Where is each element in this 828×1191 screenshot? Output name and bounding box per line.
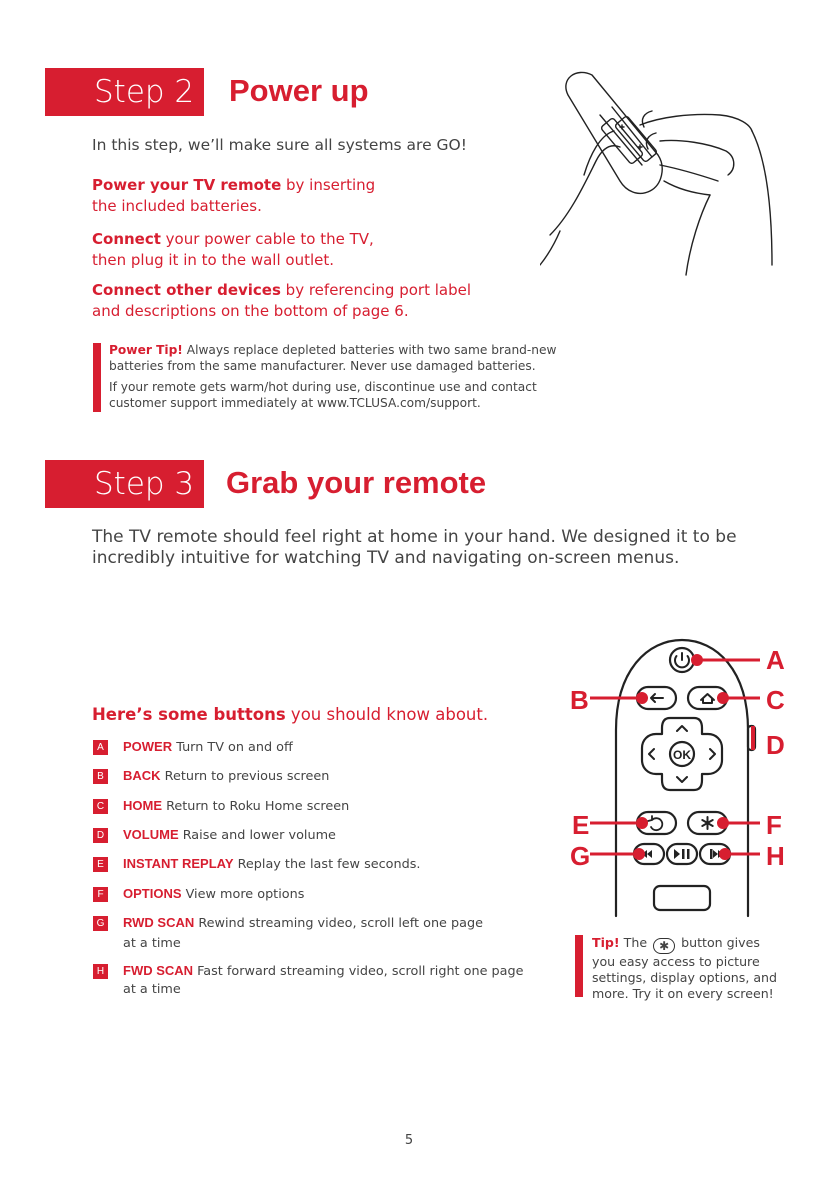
buttons-heading-bold: Here’s some buttons bbox=[92, 705, 286, 724]
button-desc: Raise and lower volume bbox=[178, 828, 336, 843]
options-icon: ✱ bbox=[653, 938, 676, 954]
power-tip-label: Power Tip! bbox=[109, 343, 183, 357]
button-desc: Turn TV on and off bbox=[172, 740, 293, 755]
button-desc-line2: at a time bbox=[123, 936, 181, 951]
button-desc: Return to previous screen bbox=[160, 769, 330, 784]
remote-tip-line2: you easy access to picture bbox=[592, 954, 760, 969]
step2-intro: In this step, we’ll make sure all system… bbox=[92, 136, 467, 154]
remote-tip: Tip! The ✱ button gives you easy access … bbox=[592, 935, 792, 1002]
buttons-heading: Here’s some buttons you should know abou… bbox=[92, 704, 488, 725]
button-desc: View more options bbox=[181, 887, 305, 902]
step2-item-connect-bold: Connect bbox=[92, 230, 161, 248]
button-name: OPTIONS bbox=[123, 886, 182, 901]
power-tip-line2: batteries from the same manufacturer. Ne… bbox=[109, 358, 536, 373]
hands-batteries-illustration bbox=[540, 71, 773, 276]
step2-item-batteries: Power your TV remote by inserting the in… bbox=[92, 175, 512, 217]
step2-item-devices-bold: Connect other devices bbox=[92, 281, 281, 299]
power-tip-bar bbox=[93, 343, 101, 412]
letter-badge: G bbox=[93, 916, 108, 931]
power-tip: Power Tip! Always replace depleted batte… bbox=[109, 343, 609, 411]
step3-intro-line1: The TV remote should feel right at home … bbox=[92, 527, 737, 547]
step2-item-connect-rest: your power cable to the TV, bbox=[160, 230, 374, 248]
step2-title: Power up bbox=[229, 73, 369, 108]
remote-label-b: B bbox=[570, 685, 589, 715]
button-desc: Replay the last few seconds. bbox=[233, 857, 421, 872]
button-name: HOME bbox=[123, 798, 162, 813]
letter-badge: D bbox=[93, 828, 108, 843]
letter-badge: F bbox=[93, 887, 108, 902]
button-name: FWD SCAN bbox=[123, 963, 194, 978]
remote-label-g: G bbox=[570, 841, 590, 871]
step2-item-connect-line2: then plug it in to the wall outlet. bbox=[92, 251, 335, 269]
page-number: 5 bbox=[404, 1133, 414, 1148]
button-name: POWER bbox=[123, 739, 173, 754]
remote-label-d: D bbox=[766, 730, 785, 760]
step2-item-batteries-line2: the included batteries. bbox=[92, 197, 262, 215]
remote-tip-line3: settings, display options, and bbox=[592, 970, 778, 985]
step2-item-devices-rest: by referencing port label bbox=[280, 281, 471, 299]
remote-label-a: A bbox=[766, 645, 785, 675]
power-tip-line4: customer support immediately at www.TCLU… bbox=[109, 395, 481, 410]
remote-tip-line4: more. Try it on every screen! bbox=[592, 986, 774, 1001]
button-name: VOLUME bbox=[123, 827, 179, 842]
remote-label-e: E bbox=[572, 810, 589, 840]
ok-label: OK bbox=[673, 748, 691, 762]
step2-item-batteries-rest: by inserting bbox=[281, 176, 376, 194]
step2-item-connect: Connect your power cable to the TV, then… bbox=[92, 229, 512, 271]
remote-tip-bar bbox=[575, 935, 583, 997]
letter-badge: H bbox=[93, 964, 108, 979]
step3-intro-line2: incredibly intuitive for watching TV and… bbox=[92, 548, 680, 568]
remote-tip-pre: The bbox=[619, 935, 648, 950]
button-name: BACK bbox=[123, 768, 161, 783]
letter-badge: C bbox=[93, 799, 108, 814]
button-name: RWD SCAN bbox=[123, 915, 195, 930]
remote-label-f: F bbox=[766, 810, 782, 840]
letter-badge: E bbox=[93, 857, 108, 872]
button-name: INSTANT REPLAY bbox=[123, 856, 234, 871]
step3-intro: The TV remote should feel right at home … bbox=[92, 527, 792, 569]
button-desc: Return to Roku Home screen bbox=[162, 799, 350, 814]
step2-item-batteries-bold: Power your TV remote bbox=[92, 176, 282, 194]
button-desc: Rewind streaming video, scroll left one … bbox=[194, 916, 483, 931]
remote-tip-post: button gives bbox=[677, 935, 760, 950]
power-tip-line3: If your remote gets warm/hot during use,… bbox=[109, 380, 537, 394]
remote-label-c: C bbox=[766, 685, 785, 715]
power-tip-line1: Always replace depleted batteries with t… bbox=[182, 343, 557, 357]
letter-badge: A bbox=[93, 740, 108, 755]
remote-illustration: OK A B C D E F G H bbox=[570, 638, 785, 918]
buttons-heading-rest: you should know about. bbox=[285, 705, 489, 724]
letter-badge: B bbox=[93, 769, 108, 784]
step3-title: Grab your remote bbox=[226, 465, 487, 500]
button-desc-line2: at a time bbox=[123, 982, 181, 997]
step2-item-devices-line2: and descriptions on the bottom of page 6… bbox=[92, 302, 409, 320]
button-desc: Fast forward streaming video, scroll rig… bbox=[193, 964, 524, 979]
step2-tag: Step 2 bbox=[45, 68, 204, 116]
step2-item-devices: Connect other devices by referencing por… bbox=[92, 280, 532, 322]
remote-tip-label: Tip! bbox=[592, 935, 620, 950]
remote-label-h: H bbox=[766, 841, 785, 871]
step3-tag: Step 3 bbox=[45, 460, 204, 508]
